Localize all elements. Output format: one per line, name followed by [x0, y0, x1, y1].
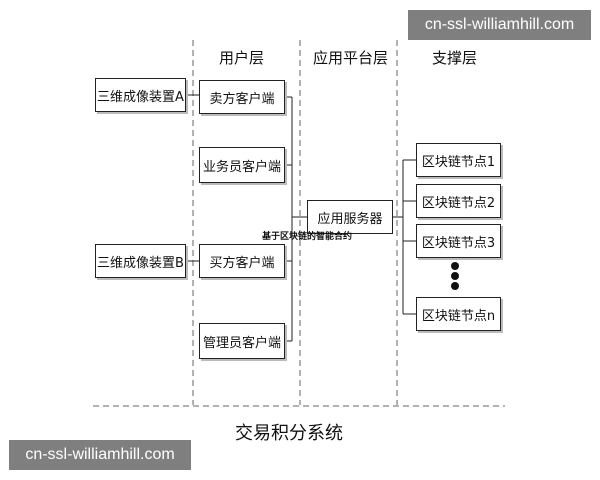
app-layer-header: 应用平台层	[313, 49, 389, 67]
device-b-box: 三维成像装置B	[95, 244, 186, 278]
app-server-box: 应用服务器	[307, 200, 393, 234]
buyer-client-box: 买方客户端	[199, 244, 285, 278]
salesman-client-box: 业务员客户端	[199, 147, 285, 183]
seller-client-box: 卖方客户端	[199, 80, 285, 114]
ellipsis-dot-2	[451, 272, 459, 280]
smart-contract-label: 基于区块链的智能合约	[262, 232, 353, 242]
admin-client-box: 管理员客户端	[199, 323, 285, 359]
support-layer-header: 支撑层	[432, 49, 478, 67]
watermark-bottom: cn-ssl-williamhill.com	[9, 440, 191, 470]
ellipsis-dot-1	[451, 262, 459, 270]
user-layer-header: 用户层	[219, 49, 265, 67]
blockchain-node-2-box: 区块链节点2	[416, 184, 501, 218]
device-a-box: 三维成像装置A	[95, 78, 186, 112]
watermark-top: cn-ssl-williamhill.com	[408, 10, 591, 40]
blockchain-node-1-box: 区块链节点1	[416, 143, 501, 177]
system-caption: 交易积分系统	[235, 423, 343, 444]
blockchain-node-3-box: 区块链节点3	[416, 224, 501, 258]
ellipsis-dot-3	[451, 282, 459, 290]
blockchain-node-n-box: 区块链节点n	[416, 297, 501, 331]
